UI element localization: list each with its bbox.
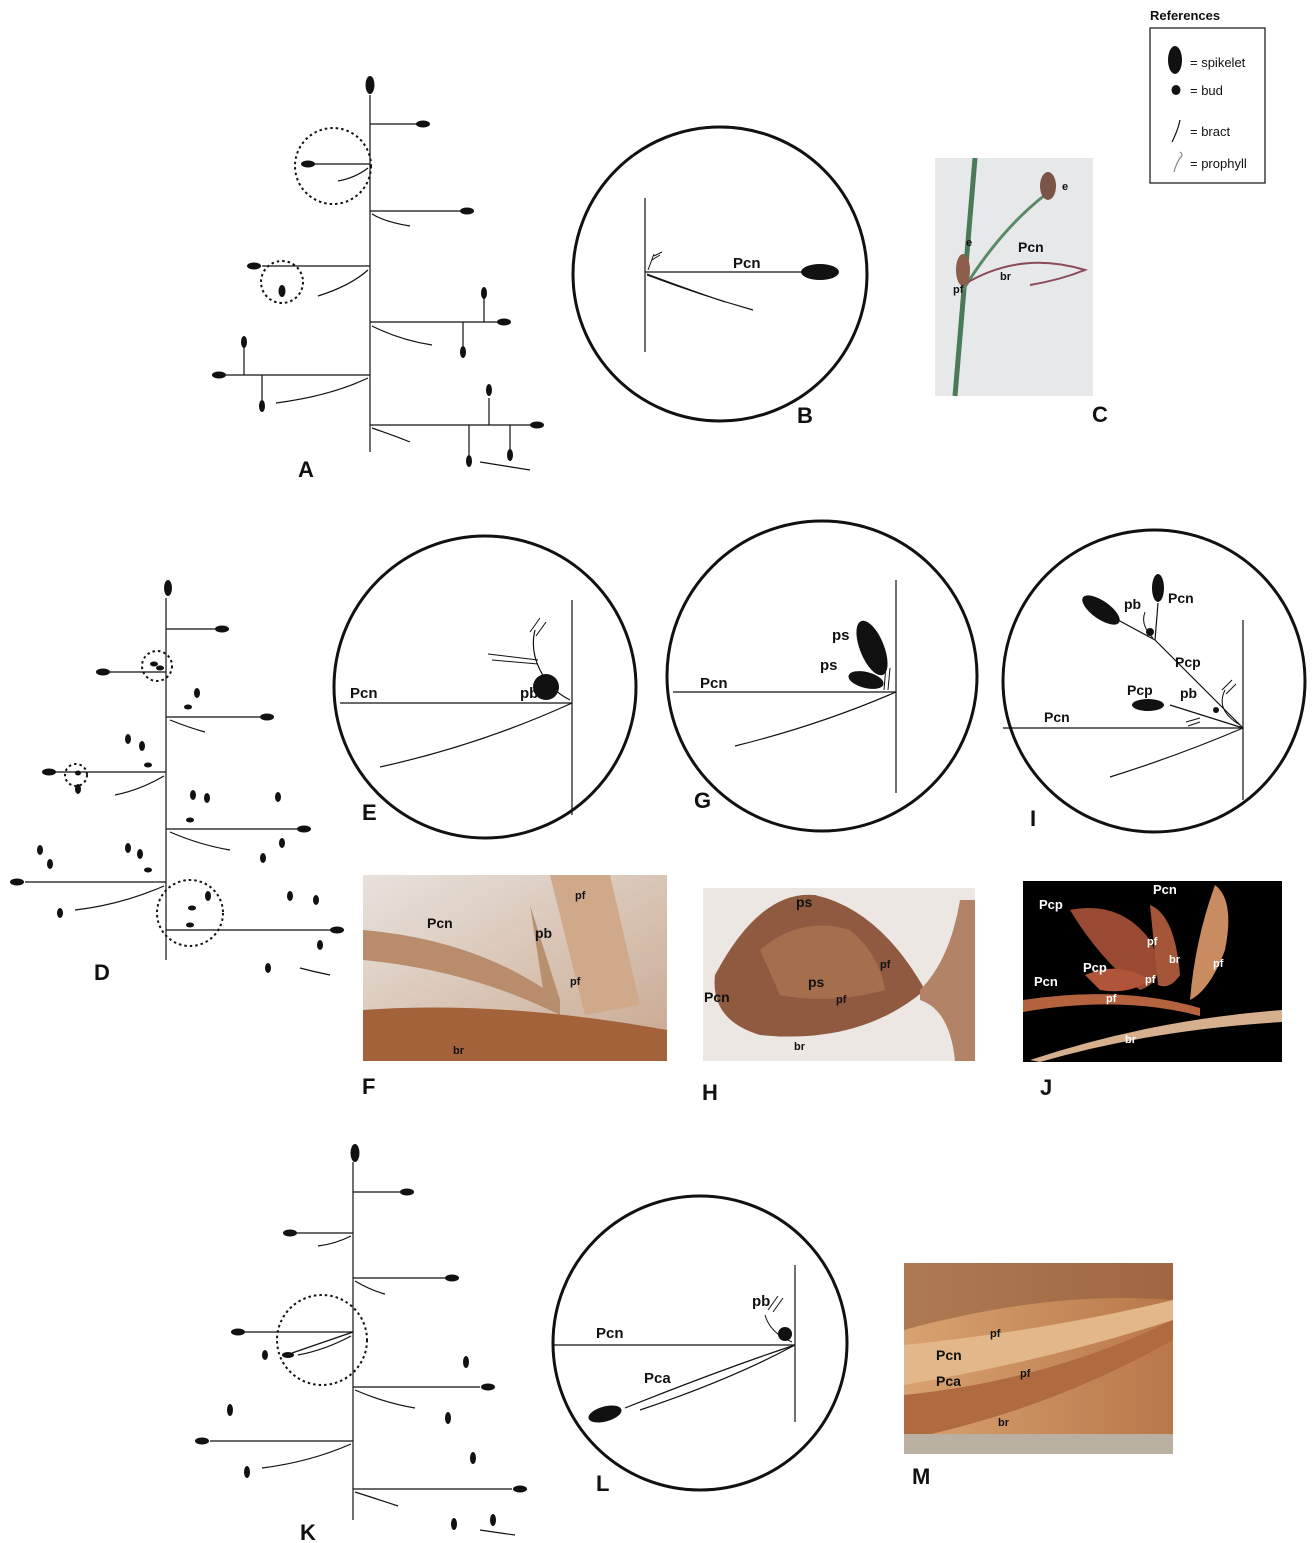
h-label-pcn: Pcn — [704, 989, 730, 1005]
i-label-pcn-top: Pcn — [1168, 590, 1194, 606]
c-label-e-top: e — [1062, 181, 1068, 193]
diagram-i — [1003, 530, 1305, 832]
m-label-br: br — [998, 1417, 1010, 1429]
f-label-pf-top: pf — [575, 890, 586, 902]
l-label-pb: pb — [752, 1293, 770, 1310]
j-label-br-b: br — [1125, 1034, 1137, 1046]
c-label-pcn: Pcn — [1018, 239, 1044, 255]
f-label-pb: pb — [535, 925, 552, 941]
i-label-pcp-upper: Pcp — [1175, 654, 1201, 670]
f-label-pf: pf — [570, 976, 581, 988]
panel-label-c: C — [1092, 402, 1108, 427]
h-label-pf-right: pf — [880, 959, 891, 971]
diagram-b — [573, 127, 867, 421]
i-label-pb-top: pb — [1124, 596, 1141, 612]
legend-prophyll-label: = prophyll — [1190, 156, 1247, 171]
b-label-pcn: Pcn — [733, 255, 761, 272]
panel-label-j: J — [1040, 1075, 1052, 1100]
panel-label-i: I — [1030, 806, 1036, 831]
j-label-pcn-top: Pcn — [1153, 882, 1177, 897]
bract-icon — [1172, 120, 1180, 142]
panel-label-b: B — [797, 403, 813, 428]
photo-f — [363, 875, 667, 1061]
m-label-pf-top: pf — [990, 1328, 1001, 1340]
c-label-pf: pf — [953, 284, 964, 296]
j-label-pf-c: pf — [1145, 974, 1156, 986]
panel-label-a: A — [298, 457, 314, 482]
panel-label-f: F — [362, 1074, 375, 1099]
m-label-pf: pf — [1020, 1368, 1031, 1380]
g-label-pcn: Pcn — [700, 675, 728, 692]
i-label-pcp-lower: Pcp — [1127, 682, 1153, 698]
h-label-pf: pf — [836, 994, 847, 1006]
panel-label-m: M — [912, 1464, 930, 1489]
j-label-pf-a: pf — [1147, 936, 1158, 948]
j-label-pcp-top: Pcp — [1039, 897, 1063, 912]
panel-label-l: L — [596, 1471, 609, 1496]
g-label-ps-bottom: ps — [820, 657, 838, 674]
diagram-a — [212, 76, 544, 470]
bud-icon — [1172, 85, 1181, 95]
diagram-l — [553, 1196, 847, 1490]
h-label-br: br — [794, 1041, 806, 1053]
panel-label-g: G — [694, 788, 711, 813]
legend-spikelet-label: = spikelet — [1190, 55, 1246, 70]
e-label-pcn: Pcn — [350, 685, 378, 702]
i-label-pb-bottom: pb — [1180, 685, 1197, 701]
c-label-br: br — [1000, 271, 1012, 283]
e-label-pb: pb — [520, 685, 538, 702]
i-label-pcn: Pcn — [1044, 709, 1070, 725]
legend-bract-label: = bract — [1190, 124, 1230, 139]
m-label-pca: Pca — [936, 1373, 961, 1389]
j-label-pcn: Pcn — [1034, 974, 1058, 989]
panel-label-d: D — [94, 960, 110, 985]
panel-label-k: K — [300, 1520, 316, 1543]
photo-c — [935, 158, 1093, 396]
photo-h — [703, 888, 975, 1061]
c-label-e-left: e — [966, 237, 972, 249]
diagram-k — [195, 1144, 527, 1535]
l-label-pcn: Pcn — [596, 1325, 624, 1342]
f-label-pcn: Pcn — [427, 915, 453, 931]
g-label-ps-top: ps — [832, 627, 850, 644]
legend: References = spikelet = bud = bract = pr… — [1150, 8, 1265, 183]
m-label-pcn: Pcn — [936, 1347, 962, 1363]
j-label-pf-b: pf — [1213, 958, 1224, 970]
legend-title: References — [1150, 8, 1220, 23]
j-label-pcp: Pcp — [1083, 960, 1107, 975]
j-label-br-a: br — [1169, 954, 1181, 966]
prophyll-icon — [1174, 152, 1182, 172]
spikelet-icon — [1168, 46, 1182, 74]
f-label-br: br — [453, 1045, 465, 1057]
h-label-ps: ps — [808, 974, 825, 990]
panel-label-e: E — [362, 800, 377, 825]
panel-label-h: H — [702, 1080, 718, 1105]
legend-bud-label: = bud — [1190, 83, 1223, 98]
l-label-pca: Pca — [644, 1370, 671, 1387]
j-label-pf-d: pf — [1106, 993, 1117, 1005]
h-label-ps-top: ps — [796, 894, 813, 910]
diagram-e — [334, 536, 636, 838]
diagram-d — [10, 580, 344, 975]
